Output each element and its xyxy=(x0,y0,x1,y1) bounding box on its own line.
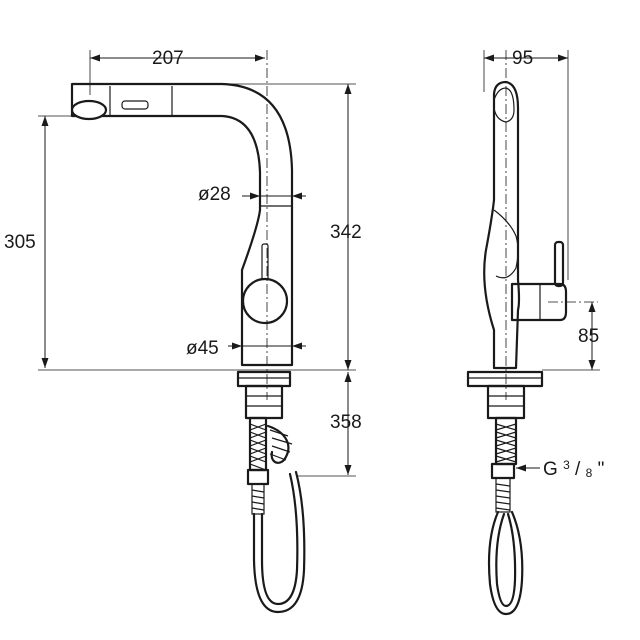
side-body-contour xyxy=(493,209,519,279)
dim-label-85: 85 xyxy=(578,326,599,347)
thread-suffix: " xyxy=(598,459,605,480)
dim-207-arrow-left xyxy=(90,54,100,62)
spout-outline xyxy=(70,82,294,367)
thread-denominator: 8 xyxy=(586,466,593,480)
dim-label-207: 207 xyxy=(152,48,184,69)
dim-95-arrow-right xyxy=(558,54,568,62)
dim-28-arrow-right xyxy=(292,192,302,200)
front-lower-spring xyxy=(251,483,265,515)
thread-slash: / xyxy=(575,459,581,480)
spray-head-nozzle xyxy=(70,99,108,121)
side-lever-handle xyxy=(553,240,565,288)
dim-305-arrow-top xyxy=(41,116,49,126)
front-view: 207 305 342 358 ø28 ø45 xyxy=(4,48,362,614)
dim-28-arrow-left xyxy=(250,192,260,200)
front-base-plate xyxy=(236,370,292,388)
dim-label-45: ø45 xyxy=(186,338,219,359)
dim-label-305: 305 xyxy=(4,232,36,253)
side-view: 95 85 G 3 / 8 " xyxy=(466,48,604,616)
side-braid-pattern xyxy=(495,423,517,463)
spray-button xyxy=(121,100,149,110)
front-connector-nut xyxy=(246,468,270,486)
dim-358-arrow-bottom xyxy=(344,465,352,475)
side-lower-spring xyxy=(495,477,511,513)
dim-207-arrow-right xyxy=(255,54,265,62)
dim-85-arrow-top xyxy=(588,302,596,312)
dim-label-28: ø28 xyxy=(198,184,231,205)
side-spout-tip xyxy=(493,87,515,123)
side-lower-spring-turns xyxy=(495,483,511,511)
front-hose-loop xyxy=(252,470,306,614)
side-body-outline xyxy=(483,80,521,370)
dim-45-arrow-right xyxy=(292,342,302,350)
dim-label-358: 358 xyxy=(330,412,362,433)
thread-numerator: 3 xyxy=(563,458,570,472)
front-braid-pattern xyxy=(249,423,267,471)
dim-label-342: 342 xyxy=(330,222,362,243)
dim-305-arrow-bottom xyxy=(41,358,49,368)
front-shank xyxy=(244,384,284,420)
thread-label: G 3 / 8 " xyxy=(543,453,604,482)
thread-leader-arrow xyxy=(516,464,526,472)
dim-358-arrow-top xyxy=(344,372,352,382)
side-shank xyxy=(486,384,526,420)
dim-342-arrow-top xyxy=(344,84,352,94)
front-lower-spring-turns xyxy=(251,489,265,511)
side-connector-nut xyxy=(490,462,516,480)
dim-342-arrow-bottom xyxy=(344,360,352,370)
thread-prefix: G xyxy=(543,459,558,480)
dim-45-arrow-left xyxy=(232,342,242,350)
lever-knob xyxy=(241,277,289,325)
dim-85-arrow-bottom xyxy=(588,360,596,370)
side-base-plate xyxy=(466,370,544,388)
front-coil-turns xyxy=(269,429,293,461)
side-hose-loop xyxy=(487,510,524,616)
front-braided-hose xyxy=(248,416,268,472)
dim-label-95: 95 xyxy=(512,48,533,69)
dim-95-arrow-left xyxy=(484,54,494,62)
